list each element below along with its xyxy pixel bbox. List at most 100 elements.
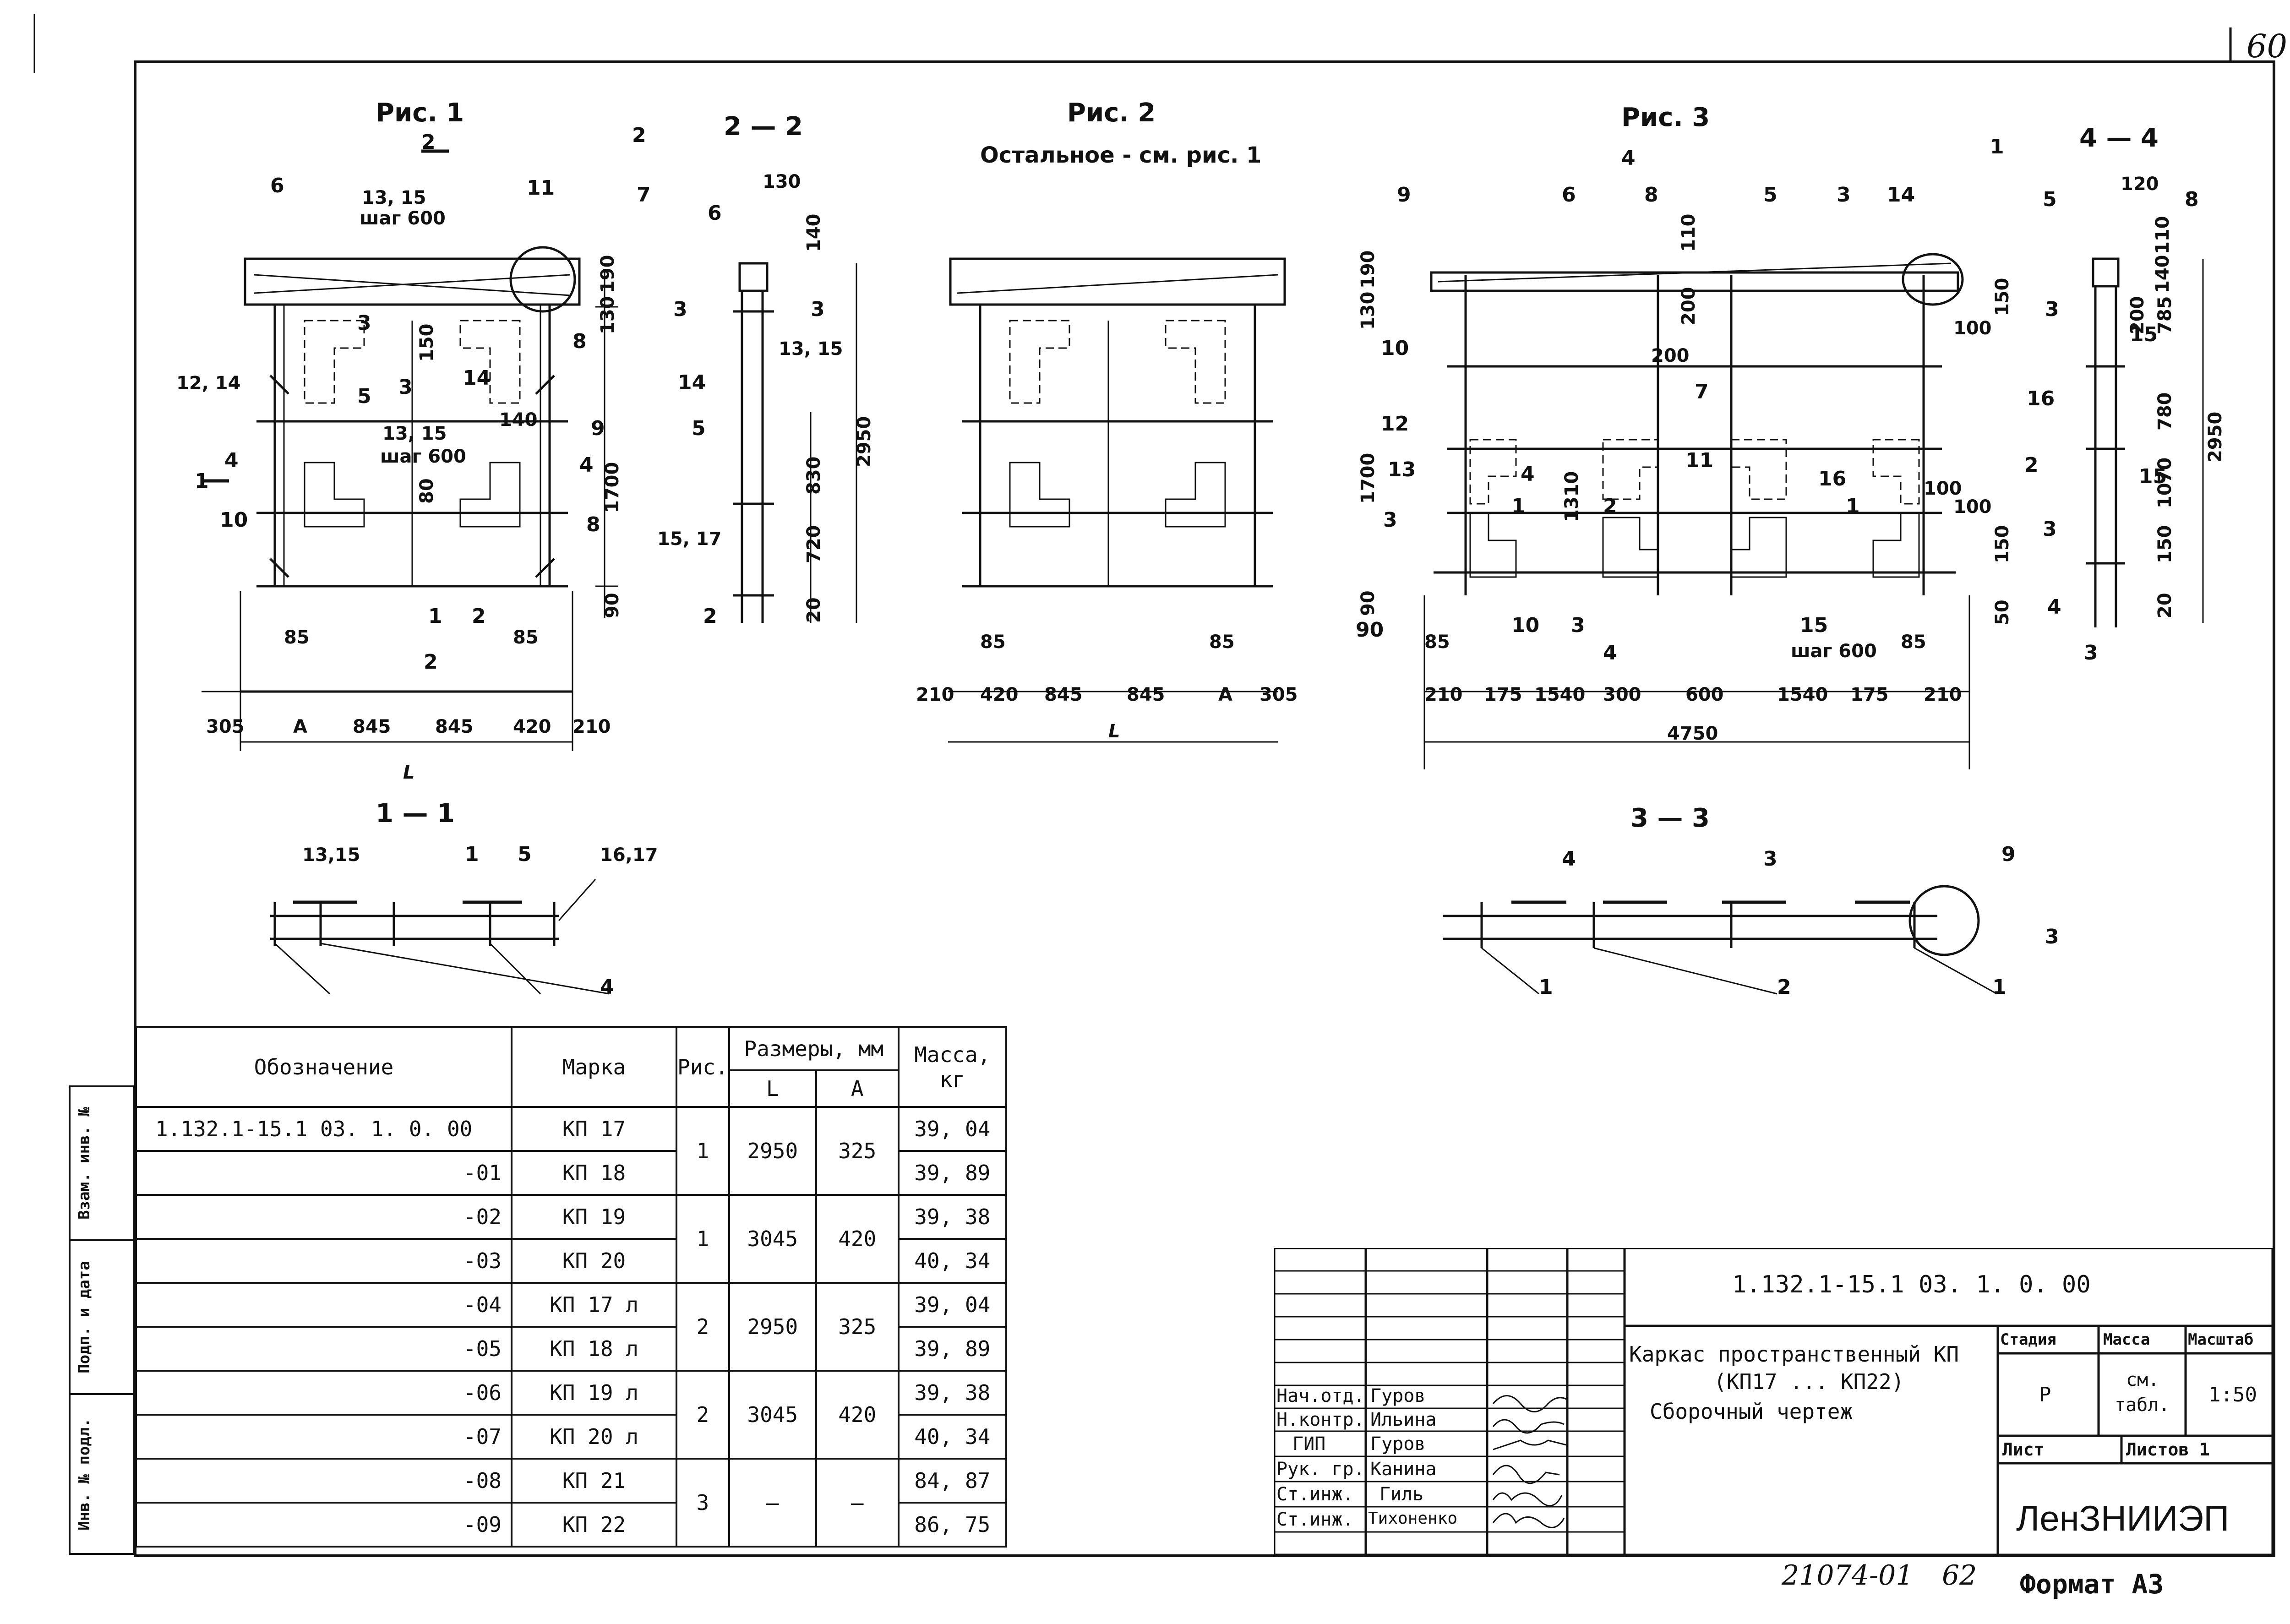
title-line-3: Сборочный чертеж	[1650, 1399, 1853, 1424]
row-designation: -02	[135, 1194, 513, 1240]
fig3-dim-2: 1540	[1534, 684, 1585, 705]
row-mass: 39, 89	[897, 1326, 1007, 1372]
section-4-4	[2086, 257, 2204, 627]
svg-text:2: 2	[1777, 975, 1791, 999]
row-mass: 84, 87	[897, 1458, 1007, 1504]
svg-text:2: 2	[703, 605, 717, 628]
fig2-view	[948, 257, 1286, 743]
fig3-dim-100b: 100	[1924, 478, 1962, 499]
fig3-dim-100c: 100	[1953, 496, 1992, 518]
fig2-title: Рис. 2	[1067, 98, 1156, 128]
fig1-dim-90: 90	[602, 593, 623, 618]
svg-text:3: 3	[2045, 298, 2059, 321]
row-A: 420	[815, 1194, 900, 1284]
sec11-p1315: 13,15	[302, 845, 360, 866]
sec22-d130: 130	[763, 171, 801, 192]
sec44-d780: 780	[2154, 392, 2176, 431]
fig1-dim-80: 80	[416, 478, 437, 504]
row-designation: -05	[135, 1326, 513, 1372]
fig3-dim-85a: 85	[1424, 632, 1450, 653]
mass-value-2: табл.	[2115, 1395, 2170, 1416]
fig1-dim-3: 845	[435, 716, 474, 737]
svg-text:3: 3	[398, 376, 413, 399]
side-cell-b: Подп. и дата	[69, 1239, 135, 1395]
role-5: Ст.инж.	[1276, 1509, 1354, 1530]
svg-text:3: 3	[2084, 641, 2098, 665]
hdr-sizes: Размеры, мм	[728, 1026, 900, 1071]
svg-text:1: 1	[195, 469, 209, 493]
row-mass: 40, 34	[897, 1238, 1007, 1284]
hdr-L: L	[728, 1069, 817, 1108]
row-designation: 1.132.1-15.1 03. 1. 0. 00	[135, 1106, 513, 1152]
row-mass: 39, 38	[897, 1194, 1007, 1240]
row-designation: -03	[135, 1238, 513, 1284]
hdr-designation: Обозначение	[135, 1026, 513, 1108]
row-A: 420	[815, 1370, 900, 1460]
title-line-1: Каркас пространственный КП	[1629, 1342, 1959, 1367]
sec44-d120: 120	[2121, 174, 2159, 195]
hdr-A: A	[815, 1069, 900, 1108]
svg-text:6: 6	[270, 174, 284, 197]
row-L: —	[728, 1458, 817, 1548]
fig3-dim-5: 1540	[1777, 684, 1828, 705]
row-mark: КП 17	[511, 1106, 677, 1152]
row-A: 325	[815, 1106, 900, 1196]
sec22-p1315: 13, 15	[779, 338, 843, 360]
fig3-dim-total: 4750	[1667, 723, 1718, 744]
svg-text:3: 3	[2045, 925, 2059, 948]
fig1-pos-13-15b: 13, 15	[382, 423, 447, 444]
svg-text:3: 3	[673, 298, 687, 321]
row-mark: КП 18	[511, 1150, 677, 1196]
side-label-c: Инв. № подл.	[75, 1417, 94, 1531]
svg-text:10: 10	[220, 508, 248, 532]
row-mark: КП 21	[511, 1458, 677, 1504]
fig2-dim-5: 305	[1260, 684, 1298, 705]
sheet-frame	[134, 60, 2275, 1557]
fig3-dim-130: 130	[1358, 292, 1379, 330]
fig1-dim-0: 305	[206, 716, 245, 737]
svg-text:14: 14	[463, 366, 491, 390]
fig1-step-1: шаг 600	[360, 208, 446, 229]
svg-text:1: 1	[1511, 495, 1526, 518]
row-mark: КП 17 л	[511, 1282, 677, 1328]
svg-text:15: 15	[1800, 614, 1828, 637]
sec44-d50: 50	[1992, 599, 2013, 625]
svg-text:2: 2	[632, 124, 646, 147]
svg-text:1: 1	[428, 605, 442, 628]
fig3-dim-90: 90	[1358, 590, 1379, 616]
fig3-dim-110: 110	[1678, 214, 1699, 252]
format-label: Формат А3	[2020, 1569, 2164, 1600]
fig1-dim-190: 190	[597, 255, 618, 294]
row-designation: -06	[135, 1370, 513, 1416]
fig1-dim-130: 130	[597, 296, 618, 335]
hdr-mass: Масса, кг	[897, 1026, 1007, 1108]
svg-text:6: 6	[708, 202, 722, 225]
svg-text:16: 16	[1818, 467, 1846, 490]
fig1-dim-5: 210	[572, 716, 611, 737]
fig3-dim-150a: 150	[1992, 278, 2013, 316]
fig2-dim-85b: 85	[1209, 632, 1235, 653]
svg-text:14: 14	[1887, 183, 1915, 207]
title-line-2: (КП17 ... КП22)	[1714, 1369, 1904, 1394]
fig3-dim-7: 210	[1924, 684, 1962, 705]
svg-text:7: 7	[1695, 380, 1709, 403]
svg-text:12: 12	[1381, 412, 1409, 436]
fig3-dim-100a: 100	[1953, 318, 1992, 339]
row-designation: -04	[135, 1282, 513, 1328]
svg-text:8: 8	[586, 513, 600, 536]
svg-text:4: 4	[2047, 595, 2061, 619]
fig1-dim-1700: 1700	[602, 462, 623, 513]
section-1-1-title: 1 — 1	[376, 799, 455, 828]
section-2-2	[733, 262, 857, 623]
svg-text:3: 3	[1837, 183, 1851, 207]
svg-text:4: 4	[1562, 847, 1576, 871]
fig1-dim-1: A	[293, 716, 307, 737]
svg-text:9: 9	[591, 417, 605, 440]
sheets-header: Листов 1	[2126, 1439, 2210, 1460]
sec11-p1617: 16,17	[600, 845, 658, 866]
row-L: 2950	[728, 1106, 817, 1196]
organization: ЛенЗНИИЭП	[2016, 1498, 2230, 1538]
section-2-2-title: 2 — 2	[724, 112, 803, 142]
sec44-d1070: 1070	[2154, 458, 2176, 508]
